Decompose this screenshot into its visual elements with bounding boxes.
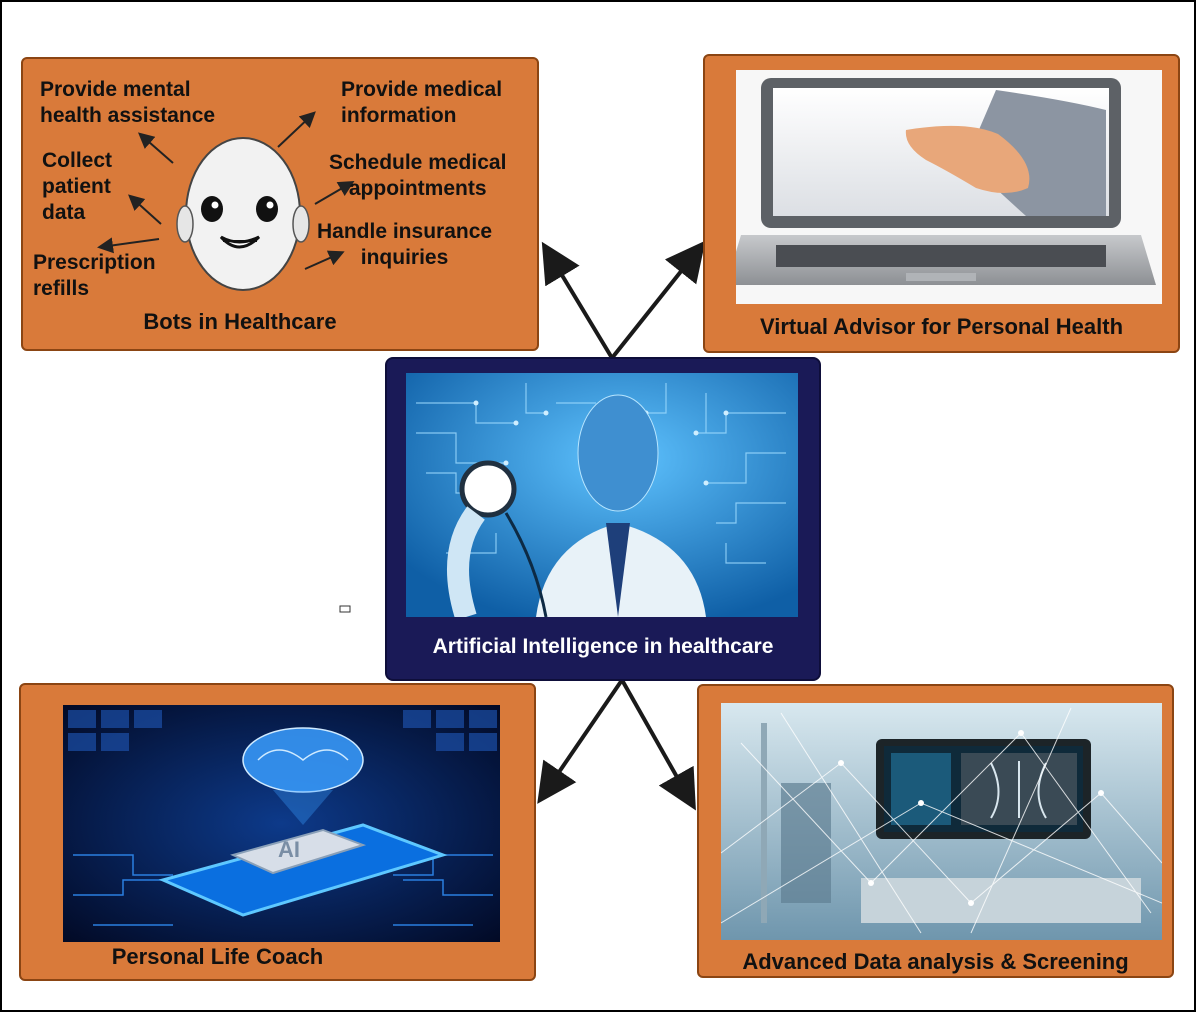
panel-data-analysis: Advanced Data analysis & Screening [697, 684, 1174, 978]
laptop-icon [736, 78, 1156, 285]
medical-monitor-image [721, 703, 1162, 940]
caption-life-coach: Personal Life Coach [111, 944, 324, 969]
ai-chip-image: AI [63, 705, 500, 942]
ai-doctor-image [406, 373, 798, 617]
center-title: Artificial Intelligence in healthcare [432, 635, 774, 658]
label-collect-data: Collect patient data [42, 149, 113, 224]
arrow-to-bots [541, 241, 614, 360]
caption-virtual-advisor: Virtual Advisor for Personal Health [759, 314, 1124, 339]
arrow-to-virtual-advisor [610, 240, 706, 360]
panel-life-coach: AI Personal Life Coach [19, 683, 536, 981]
caption-bots: Bots in Healthcare [143, 309, 337, 334]
arrow-to-data-analysis [620, 679, 696, 811]
chip-ai-text: AI [278, 837, 300, 862]
medical-monitor-illustration [721, 703, 1162, 940]
label-insurance: Handle insurance inquiries [317, 220, 493, 269]
panel-virtual-advisor: Virtual Advisor for Personal Health [703, 54, 1180, 353]
bot-head-illustration [97, 111, 355, 291]
label-schedule: Schedule medical appointments [329, 151, 507, 200]
ai-doctor-illustration [406, 373, 798, 617]
caption-data-analysis: Advanced Data analysis & Screening [742, 949, 1129, 974]
ai-brain-chip-illustration: AI [63, 705, 500, 942]
label-prescription: Prescription refills [33, 251, 156, 300]
panel-bots-in-healthcare: Provide mental health assistance Provide… [21, 57, 539, 351]
arrow-to-life-coach [537, 678, 624, 804]
center-ai-healthcare: Artificial Intelligence in healthcare [387, 359, 819, 679]
small-marker [339, 605, 351, 613]
label-medical-info: Provide medical information [341, 78, 503, 127]
laptop-image [736, 70, 1162, 304]
label-mental-health: Provide mental health assistance [40, 78, 216, 127]
